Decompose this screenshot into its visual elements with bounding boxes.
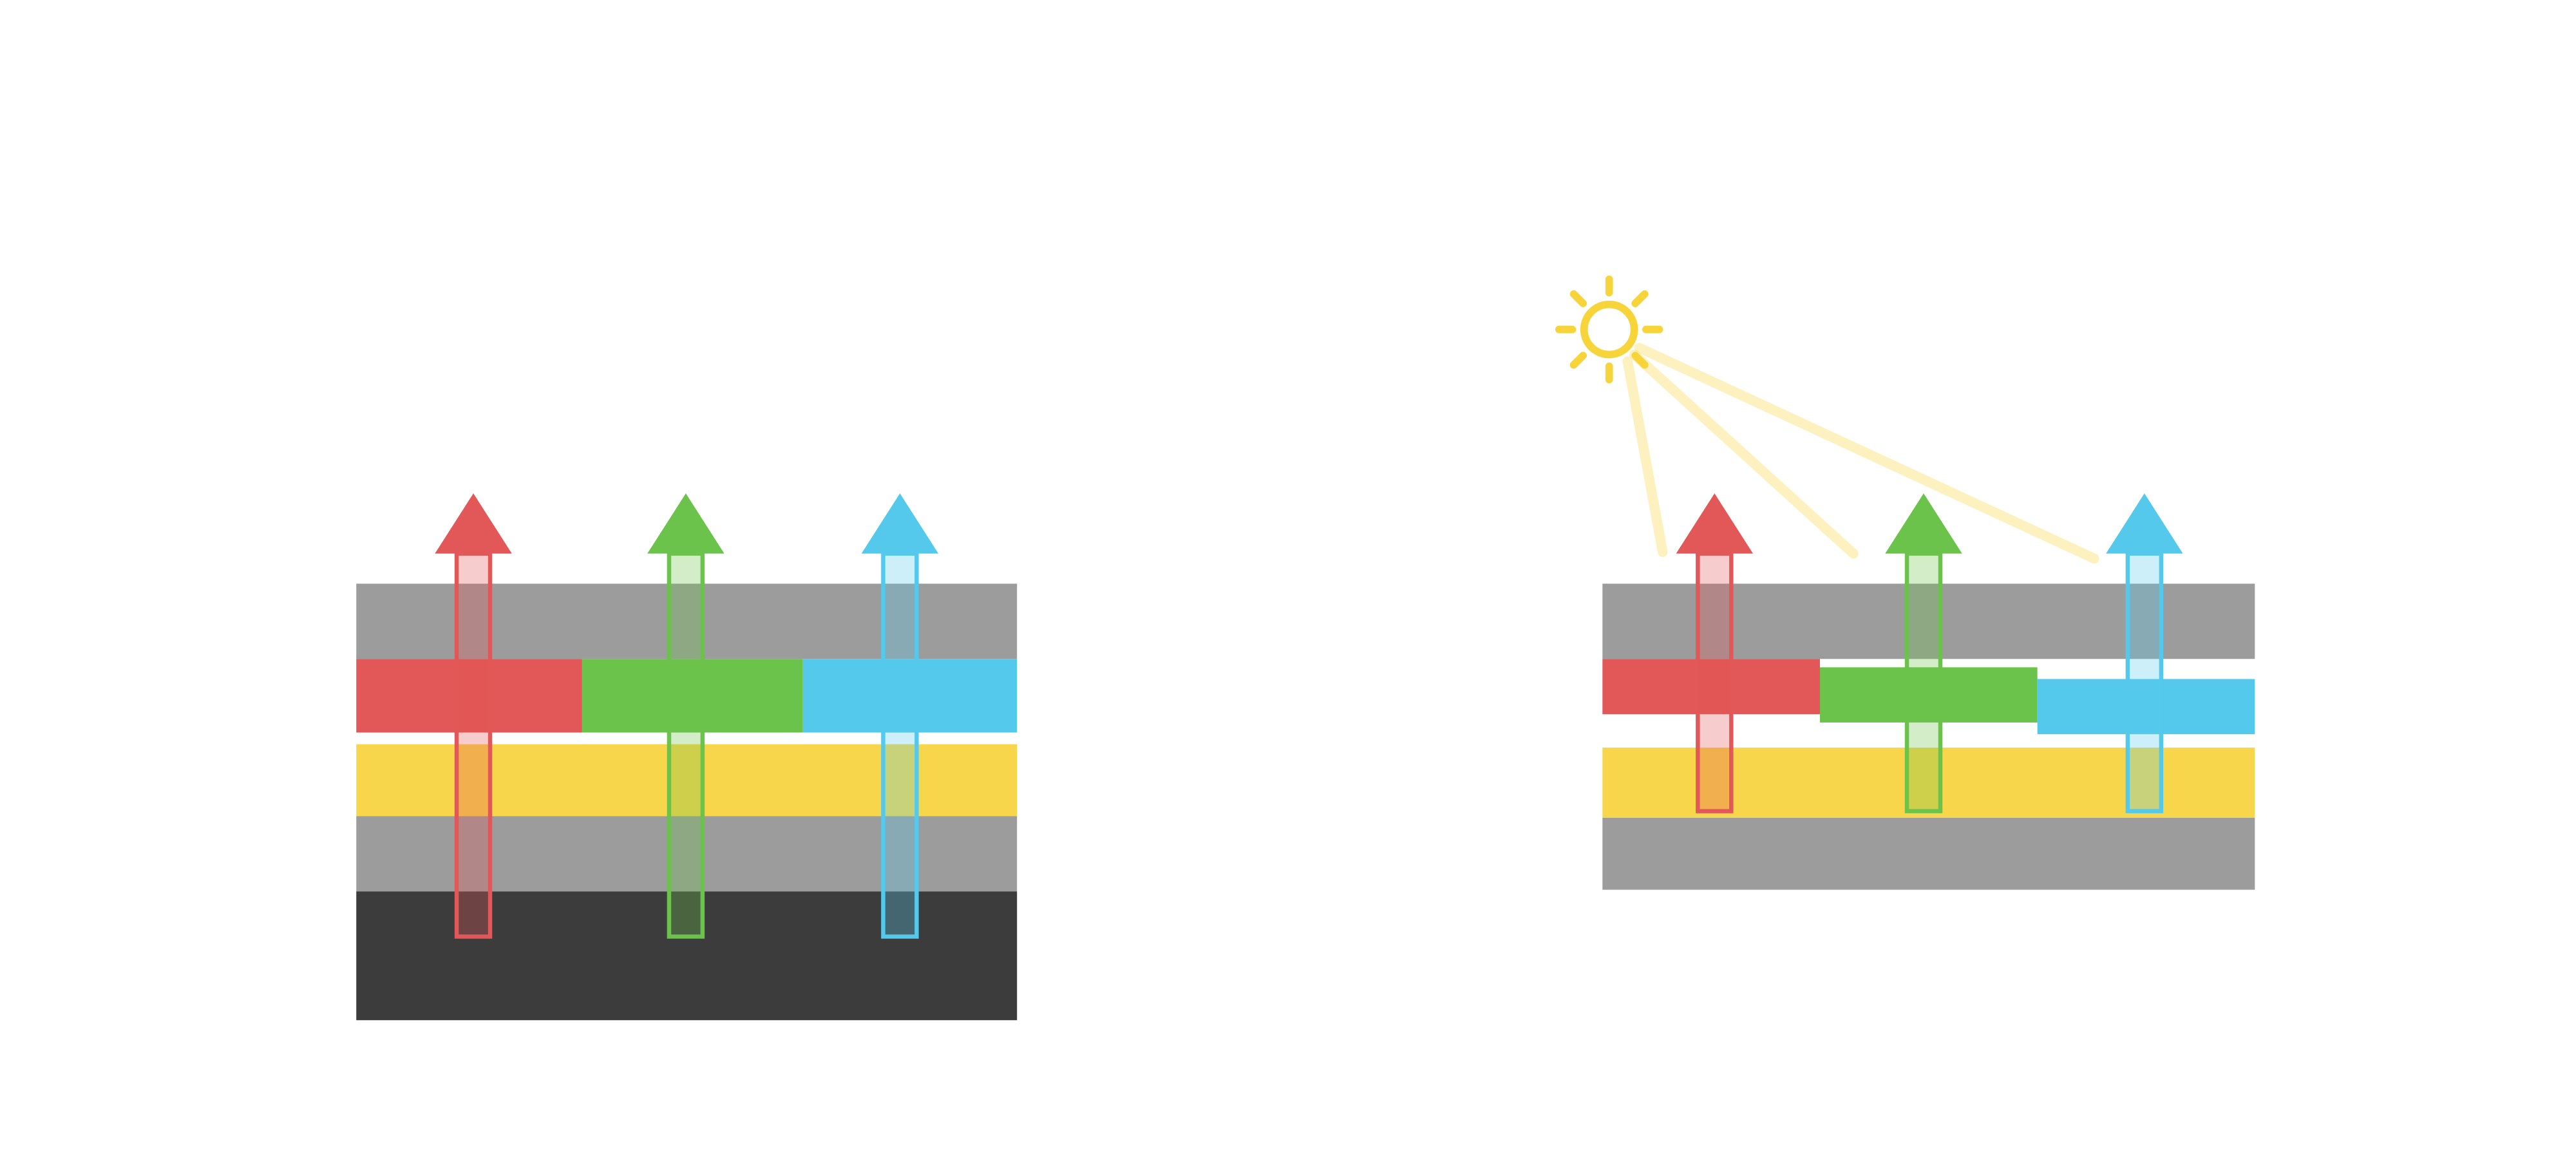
green-arrow-shaft [667, 551, 705, 939]
sun-light-beams [1622, 343, 2099, 564]
blue-arrow-shaft [881, 551, 919, 939]
sun-disc [1580, 300, 1638, 359]
left-green-light-arrow [647, 493, 724, 939]
right-red-light-arrow [1676, 493, 1754, 813]
red-arrow-shaft [1696, 551, 1734, 813]
sun-ray [1569, 352, 1587, 369]
left-green-subpixel [582, 659, 803, 733]
left-gray-top-layer [356, 583, 1018, 659]
right-gray-lower-layer [1602, 817, 2255, 890]
sun-ray [1631, 352, 1649, 369]
sun-ray [1569, 290, 1587, 307]
left-blue-subpixel [802, 659, 1018, 733]
blue-arrow-head [861, 493, 939, 554]
sun-ray [1631, 290, 1649, 307]
right-diagram-sunlit-stack [1555, 275, 2255, 890]
left-blue-light-arrow [861, 493, 939, 939]
blue-arrow-head [2106, 493, 2183, 554]
light-beam [1629, 349, 1859, 559]
right-blue-light-arrow [2106, 493, 2183, 813]
blue-arrow-shaft [2125, 551, 2164, 813]
red-arrow-head [435, 493, 512, 554]
left-dark-backplane [356, 891, 1018, 1021]
green-arrow-head [647, 493, 724, 554]
left-yellow-layer [356, 744, 1018, 817]
right-green-light-arrow [1885, 493, 1962, 813]
red-arrow-shaft [454, 551, 493, 939]
right-red-subpixel [1602, 659, 1820, 714]
right-gray-top-layer [1602, 583, 2255, 659]
green-arrow-shaft [1904, 551, 1943, 813]
right-green-subpixel [1819, 667, 2038, 723]
green-arrow-head [1885, 493, 1962, 554]
left-diagram-backlit-stack [356, 493, 1018, 1021]
right-blue-subpixel [2037, 679, 2255, 735]
left-red-subpixel [356, 659, 582, 733]
light-beam [1634, 343, 2099, 564]
left-gray-lower-layer [356, 816, 1018, 892]
red-arrow-head [1676, 493, 1754, 554]
left-red-light-arrow [435, 493, 512, 939]
sun-icon [1555, 275, 1663, 384]
right-yellow-layer [1602, 747, 2255, 818]
light-beam [1622, 356, 1668, 557]
